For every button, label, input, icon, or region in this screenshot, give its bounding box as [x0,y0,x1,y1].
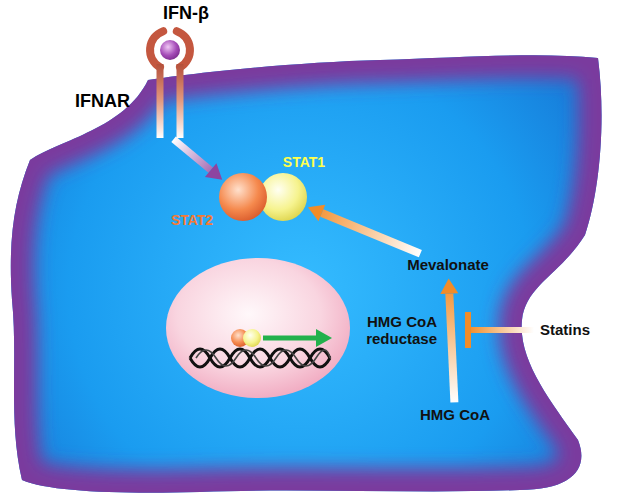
dna-strand [190,349,330,367]
arrow-head [316,329,332,347]
stat-circle: STAT2 [219,173,267,221]
connector [308,205,420,254]
cell-membrane [11,55,602,492]
dna-strand [190,349,330,367]
enzyme: HMG CoA reductase [345,311,465,350]
node-label: IFNAR [75,91,181,112]
metabolite: Mevalonate [403,254,493,275]
arrow-head [205,163,222,180]
connector [174,139,223,179]
connector-line [449,294,454,403]
circle-shape [219,173,267,221]
node-label: IFN-β [163,3,209,24]
node-label: HMG CoA reductase [350,313,437,348]
receptor-stalk [177,64,184,138]
arrow-head [440,279,458,294]
node-label: Statins [540,321,590,338]
inhibition-bar [465,312,471,348]
connector [468,312,534,348]
node-label: Mevalonate [407,256,489,273]
receptor: IFNAR [70,64,185,138]
node-label: STAT2 [171,212,213,228]
receptor-stalk [157,64,164,138]
node-label: STAT1 [283,154,325,170]
transcription-arrow [263,336,318,341]
ligand: IFN-β [160,40,180,60]
circle-outline [219,173,267,221]
nucleus [166,258,350,398]
connector-line [174,139,211,170]
arrow-head [308,205,325,222]
connector [440,279,458,403]
circle-outline [160,40,180,60]
stat1-bound [243,329,261,347]
drug: Statins [536,319,594,340]
metabolite: HMG CoA [416,404,494,425]
dna-strand [196,350,330,366]
node-label: HMG CoA [420,406,490,423]
connector-line [468,327,534,333]
connector-line [322,213,421,254]
circle-shape [160,40,180,60]
